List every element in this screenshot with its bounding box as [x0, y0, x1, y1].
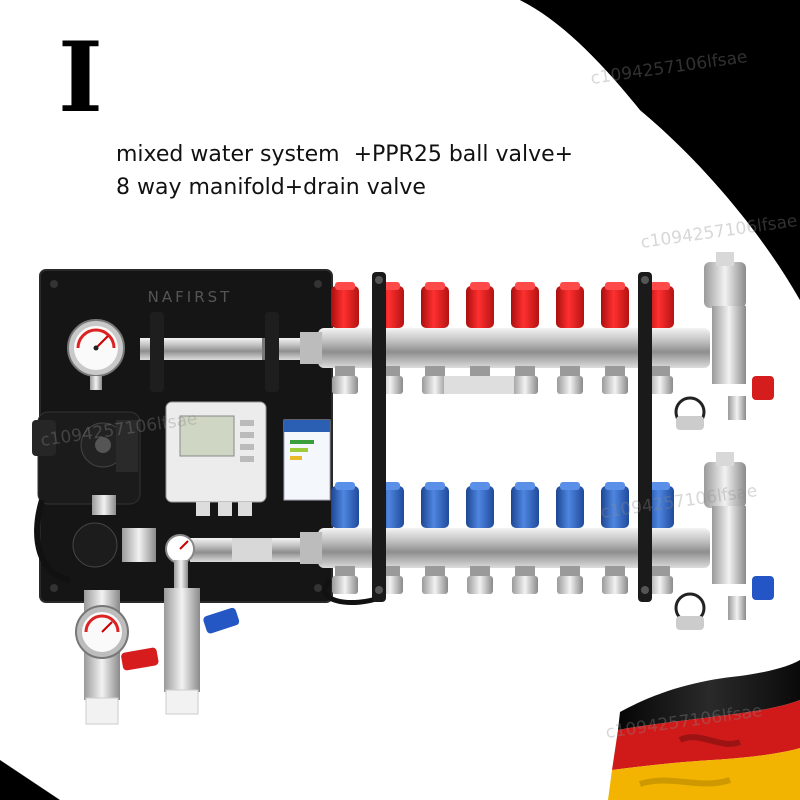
return-outlet-6 — [557, 566, 583, 594]
supply-outlet-8 — [647, 366, 673, 394]
return-flow-cap-7 — [601, 482, 629, 528]
supply-manifold — [300, 328, 710, 368]
return-flow-cap-1 — [331, 482, 359, 528]
supply-outlet-1 — [332, 366, 358, 394]
supply-valve-cap-4 — [466, 282, 494, 328]
return-outlet-3 — [422, 566, 448, 594]
caption-line-2: 8 way manifold+drain valve — [116, 175, 426, 200]
german-flag — [608, 660, 800, 800]
supply-outlet-7 — [602, 366, 628, 394]
return-outlet-4 — [467, 566, 493, 594]
return-flow-cap-5 — [511, 482, 539, 528]
air-vent-bottom — [674, 452, 774, 630]
supply-outlet-6 — [557, 366, 583, 394]
return-outlet-5 — [512, 566, 538, 594]
return-flow-cap-8 — [646, 482, 674, 528]
ppr25-ball-valve-left — [75, 590, 159, 725]
section-numeral: I — [58, 21, 103, 134]
return-outlet-8 — [647, 566, 673, 594]
supply-valve-cap-8 — [646, 282, 674, 328]
supply-outlet-5 — [512, 366, 538, 394]
return-outlet-7 — [602, 566, 628, 594]
brand-logo: NAFIRST — [148, 288, 233, 306]
supply-valve-cap-1 — [331, 282, 359, 328]
caption-line-1: mixed water system +PPR25 ball valve+ — [116, 142, 574, 167]
manifold-label — [444, 376, 514, 394]
energy-label — [283, 419, 331, 501]
return-flow-cap-6 — [556, 482, 584, 528]
supply-valve-cap-6 — [556, 282, 584, 328]
supply-valve-cap-7 — [601, 282, 629, 328]
supply-outlet-3 — [422, 366, 448, 394]
ppr25-ball-valve-right — [164, 588, 240, 715]
return-manifold — [300, 528, 710, 568]
supply-valve-cap-3 — [421, 282, 449, 328]
return-flow-cap-3 — [421, 482, 449, 528]
mixing-valve-assembly — [72, 495, 195, 590]
thermometer-gauge-top — [67, 319, 125, 390]
return-outlet-1 — [332, 566, 358, 594]
supply-valve-cap-5 — [511, 282, 539, 328]
temperature-controller — [165, 401, 267, 516]
air-vent-top — [674, 252, 774, 430]
circulation-pump — [32, 411, 141, 505]
return-flow-cap-4 — [466, 482, 494, 528]
